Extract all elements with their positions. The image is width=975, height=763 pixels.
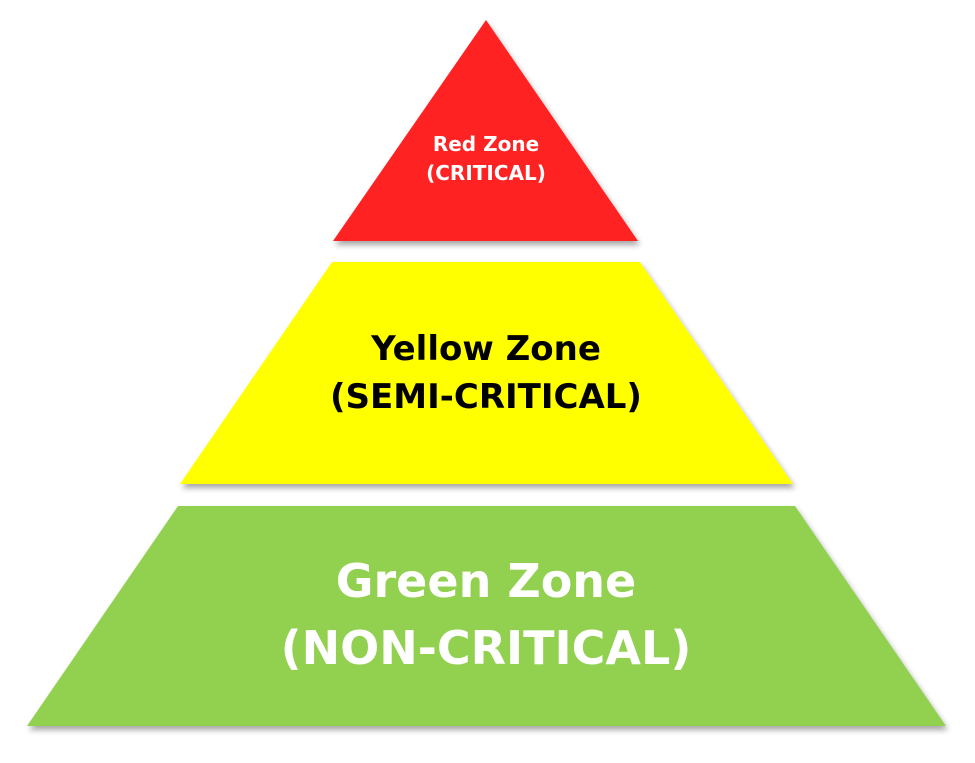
yellow-zone: Yellow Zone (SEMI-CRITICAL) — [180, 262, 793, 484]
red-zone-title: Red Zone — [433, 132, 539, 156]
yellow-zone-subtitle: (SEMI-CRITICAL) — [330, 377, 642, 417]
red-zone: Red Zone (CRITICAL) — [333, 20, 638, 241]
yellow-zone-shape — [180, 262, 793, 484]
red-zone-shape — [333, 20, 638, 241]
green-zone-shape — [27, 506, 946, 726]
green-zone-title: Green Zone — [336, 554, 637, 608]
green-zone-subtitle: (NON-CRITICAL) — [281, 621, 692, 675]
green-zone: Green Zone (NON-CRITICAL) — [27, 506, 946, 726]
red-zone-subtitle: (CRITICAL) — [426, 161, 546, 185]
yellow-zone-title: Yellow Zone — [370, 329, 601, 369]
